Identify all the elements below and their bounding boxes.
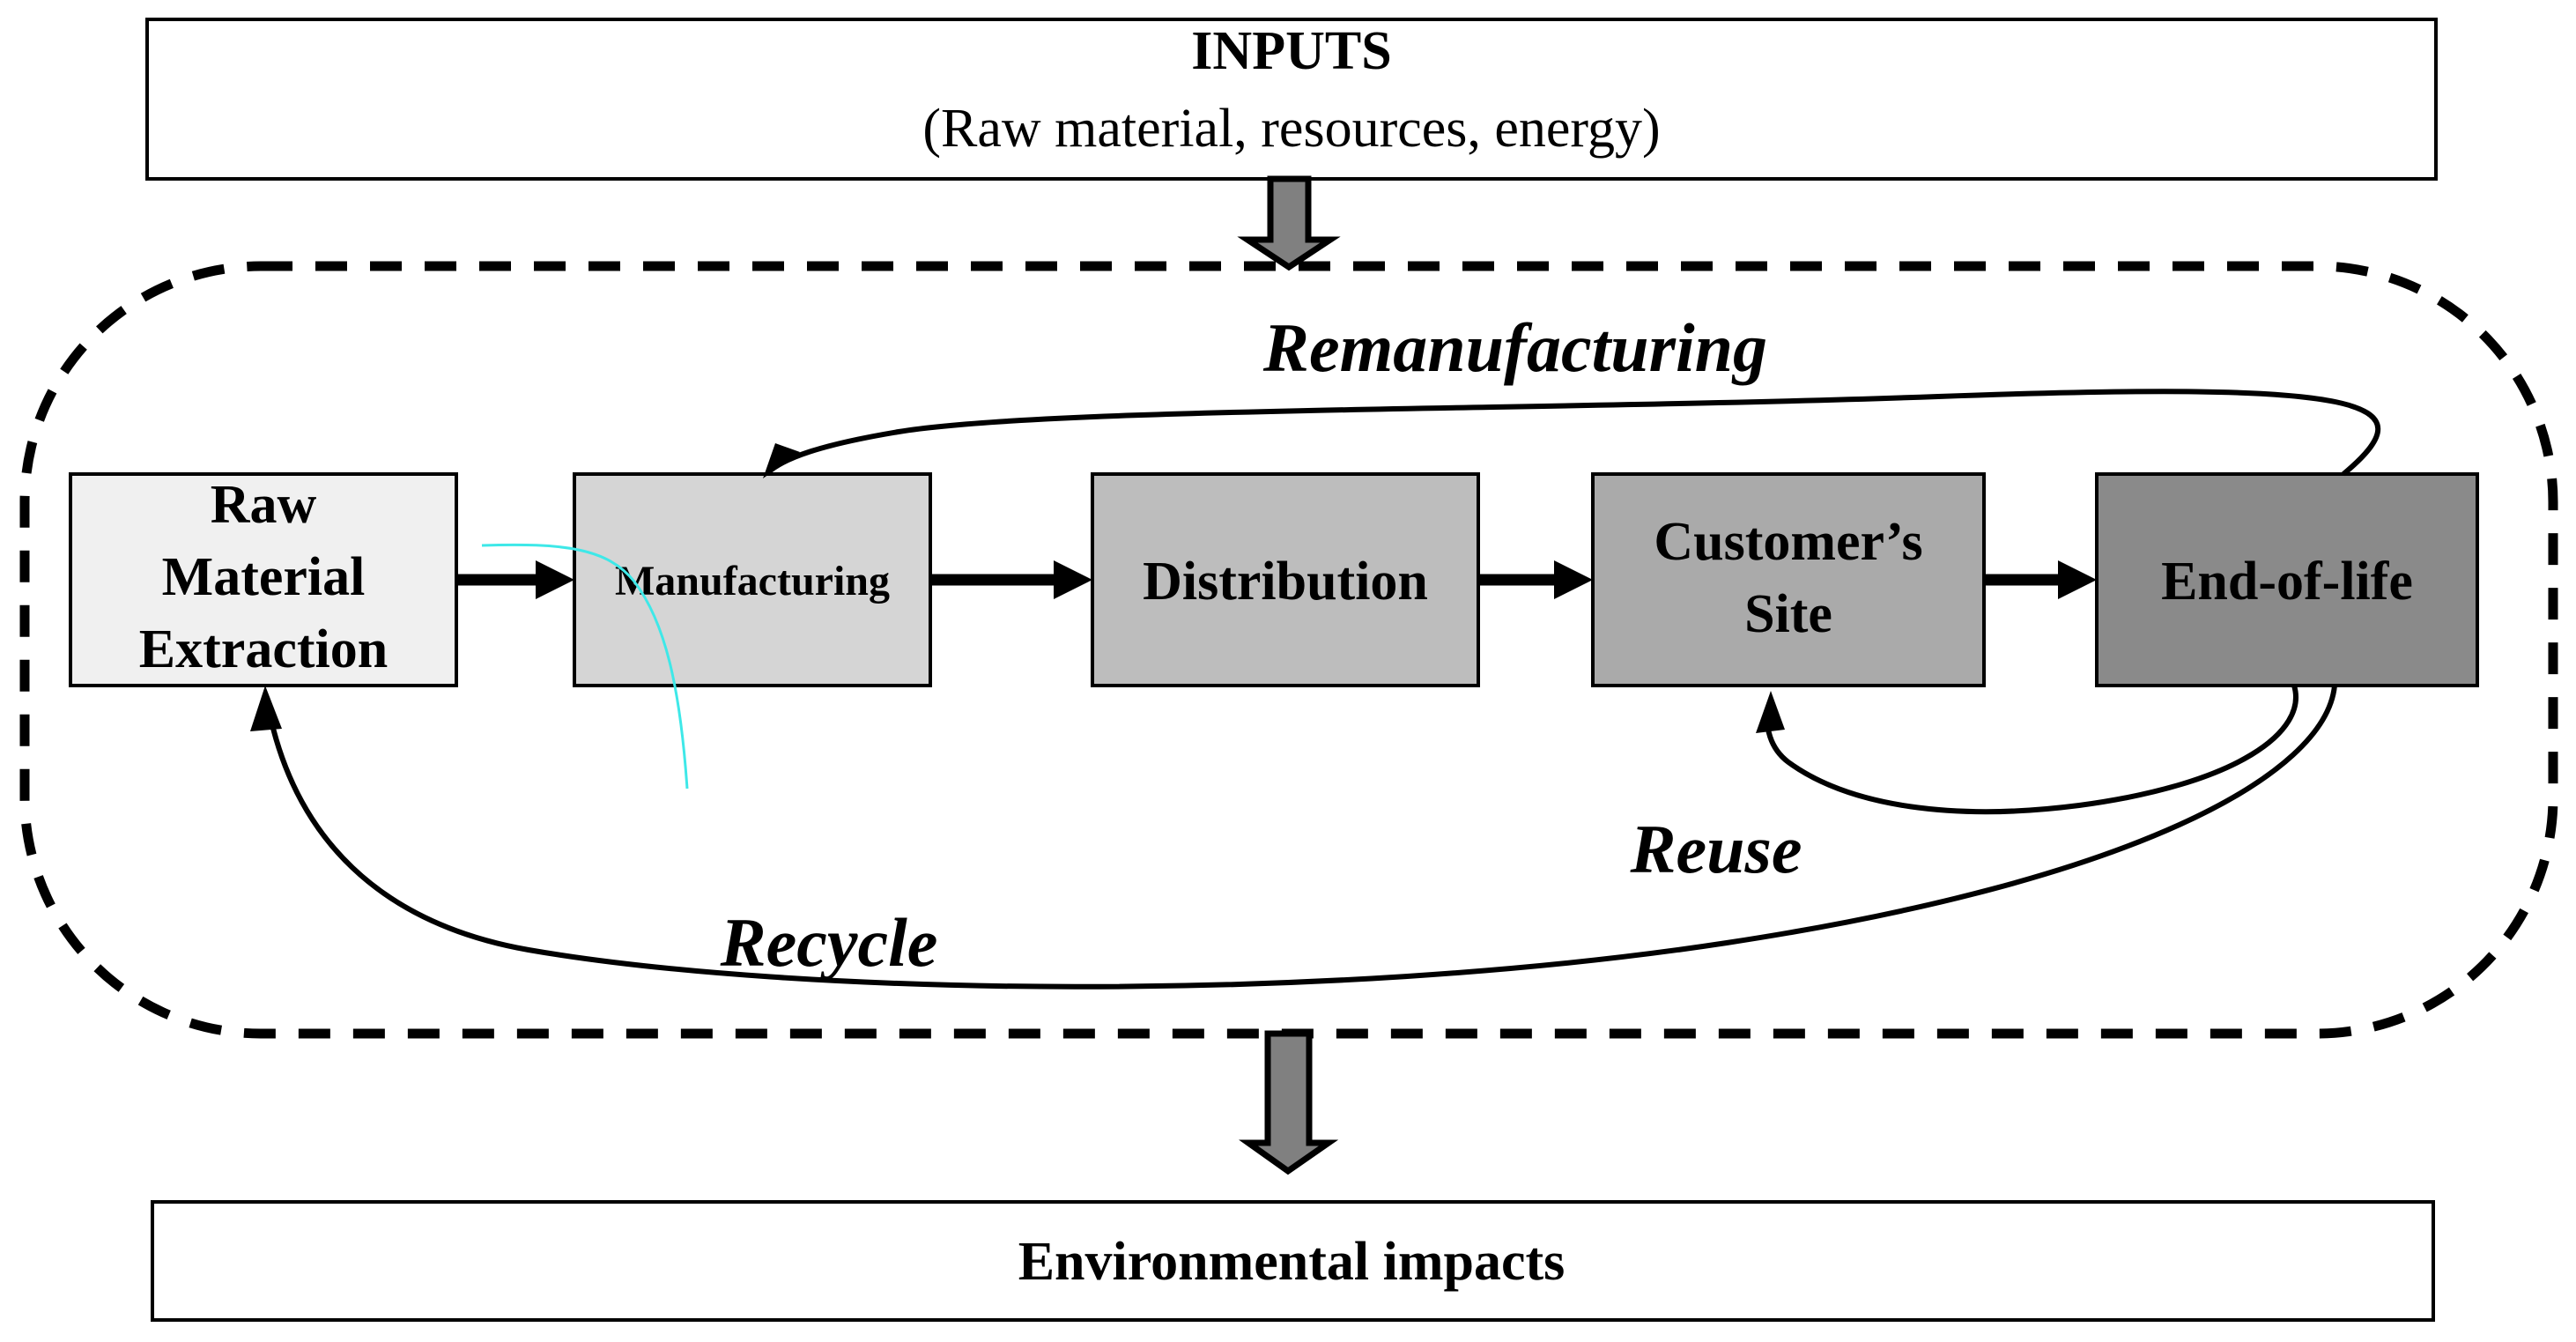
- recycle-curve: [266, 685, 2337, 990]
- inputs-subtitle: (Raw material, resources, energy): [922, 99, 1660, 159]
- reuse-curve: [1765, 685, 2298, 815]
- stage-distribution[interactable]: Distribution: [1091, 472, 1480, 687]
- remanufacturing-curve: [766, 389, 2381, 477]
- distribution-rect[interactable]: [1091, 472, 1480, 687]
- manufacturing-label: Manufacturing: [615, 558, 890, 604]
- outputs-box-rect: [151, 1200, 2435, 1322]
- remanufacturing-arrowhead: [763, 443, 800, 478]
- inputs-title: INPUTS: [1191, 21, 1391, 81]
- down-arrow-icon-2: [1239, 1030, 1339, 1175]
- stray-curve-icon: [481, 543, 689, 790]
- end-of-life-label: End-of-life: [2161, 552, 2413, 612]
- inputs-box-rect: [145, 18, 2438, 181]
- loop-reuse: Reuse: [1630, 685, 2298, 887]
- outputs-box: Environmental impacts: [151, 1200, 2435, 1322]
- reuse-label: Reuse: [1630, 811, 1802, 887]
- customers-site-label-line-1: Customer’s: [1654, 512, 1922, 572]
- end-of-life-rect[interactable]: [2095, 472, 2479, 687]
- loop-recycle: Recycle: [250, 685, 2337, 990]
- flow-arrow-customers-site-to-end-of-life: [1984, 560, 2097, 599]
- reuse-arrowhead: [1756, 691, 1785, 733]
- recycle-label: Recycle: [720, 904, 938, 981]
- remanufacturing-label: Remanufacturing: [1262, 309, 1767, 386]
- raw-material-extraction-rect[interactable]: [69, 472, 458, 687]
- raw-material-extraction-label-line-2: Material: [162, 547, 366, 607]
- down-arrow-icon: [1237, 175, 1341, 271]
- stage-manufacturing[interactable]: Manufacturing: [573, 472, 932, 687]
- stage-end-of-life[interactable]: End-of-life: [2095, 472, 2479, 687]
- recycle-arrowhead: [250, 686, 282, 731]
- outputs-down-arrow: [1239, 1030, 1339, 1175]
- distribution-label: Distribution: [1143, 552, 1428, 612]
- flow-arrow-raw-to-manufacturing: [456, 560, 574, 599]
- inputs-box: INPUTS (Raw material, resources, energy): [145, 18, 2438, 181]
- customers-site-rect[interactable]: [1591, 472, 1986, 687]
- raw-material-extraction-label-line-3: Extraction: [139, 619, 388, 679]
- raw-material-extraction-label-line-1: Raw: [211, 475, 317, 535]
- loop-remanufacturing: Remanufacturing: [763, 309, 2381, 478]
- inputs-down-arrow: [1237, 175, 1341, 271]
- flow-arrow-manufacturing-to-distribution: [930, 560, 1092, 599]
- flow-arrow-distribution-to-customers-site: [1478, 560, 1593, 599]
- customers-site-label-line-2: Site: [1744, 584, 1832, 644]
- cyan-stray-line-artifact: [481, 543, 689, 790]
- outputs-title: Environmental impacts: [1018, 1232, 1566, 1292]
- stage-raw-material-extraction[interactable]: Raw Material Extraction: [69, 472, 458, 687]
- stage-customers-site[interactable]: Customer’s Site: [1591, 472, 1986, 687]
